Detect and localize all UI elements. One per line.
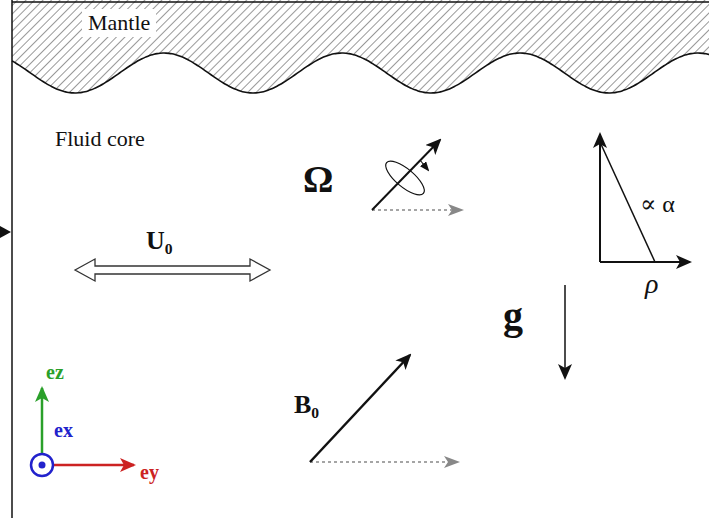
frame-line [12,1,709,3]
vector-label: g [503,296,523,336]
mantle [12,0,709,93]
core-mantle-boundary [12,53,709,93]
region-label: Fluid core [55,128,145,150]
axis-label: ez [46,362,64,382]
axis-arrow [599,134,601,262]
projection-arrow [310,461,458,463]
edge-arrowhead [0,226,11,238]
axis-arrow [600,261,690,263]
gravity-arrow [564,285,566,378]
vector-label: B₀ [294,392,319,418]
x-axis-circle [31,454,53,476]
vector-label: U₀ [146,228,173,254]
axis-label: ey [140,462,159,482]
axis-label: ρ [645,270,658,298]
projection-arrow [372,209,462,211]
x-axis-dot [39,462,46,469]
y-axis [54,464,134,467]
mantle-hatch [12,0,709,93]
rotation-arrowhead [420,160,428,170]
rotation-vector [372,140,440,210]
region-label: Mantle [82,9,156,37]
frame-line [11,0,13,518]
slope-label: ∝ α [640,192,675,216]
rotation-ellipse [381,156,429,201]
z-axis [41,388,44,453]
vector-label: Ω [303,160,333,198]
axis-label: ex [54,420,73,440]
double-arrow [75,259,270,281]
field-vector [310,355,410,462]
